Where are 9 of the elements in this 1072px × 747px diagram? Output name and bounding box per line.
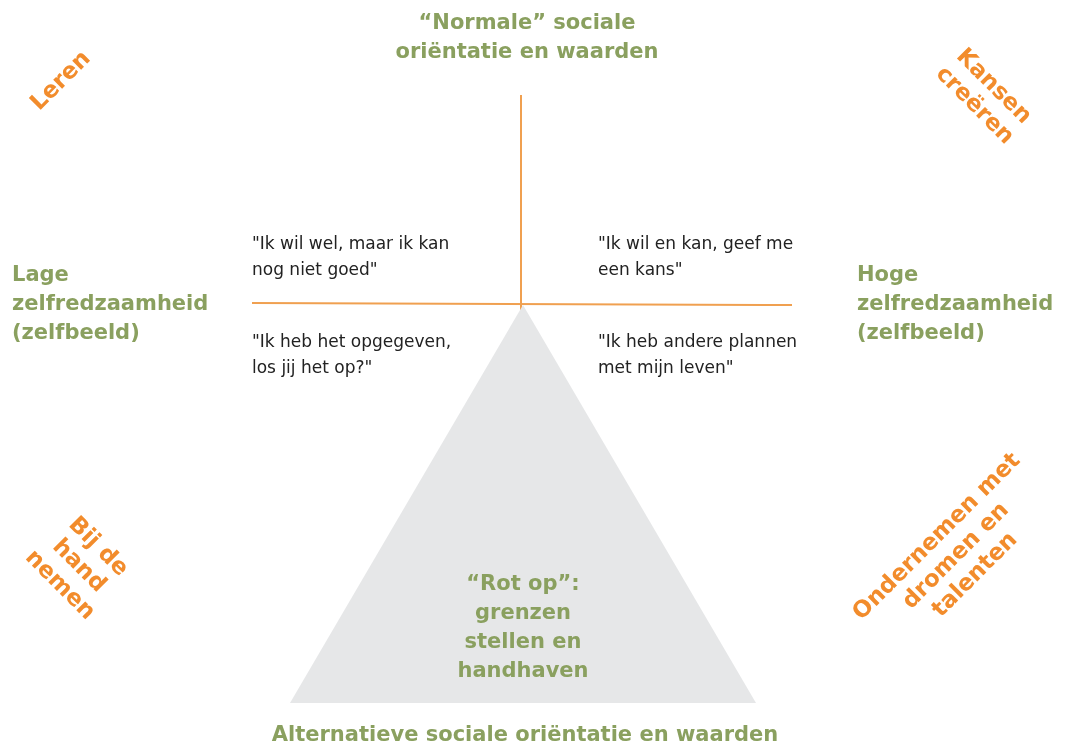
quote-text: "Ik wil wel, maar ik kan nog niet goed" xyxy=(252,232,451,281)
quote-text: "Ik heb andere plannen met mijn leven" xyxy=(598,330,799,379)
axis-heading: Hoge zelfredzaamheid (zelfbeeld) xyxy=(857,261,1055,346)
axis-heading: Alternatieve sociale oriëntatie en waarden xyxy=(270,721,780,747)
triangle-text: “Rot op”: grenzen stellen en handhaven xyxy=(456,570,590,684)
quote-text: "Ik wil en kan, geef me een kans" xyxy=(598,232,795,281)
axis-heading: Lage zelfredzaamheid (zelfbeeld) xyxy=(12,261,210,346)
axis-heading: “Normale” sociale oriëntatie en waarden xyxy=(394,9,660,65)
quote-text: "Ik heb het opgegeven, los jij het op?" xyxy=(252,330,453,379)
